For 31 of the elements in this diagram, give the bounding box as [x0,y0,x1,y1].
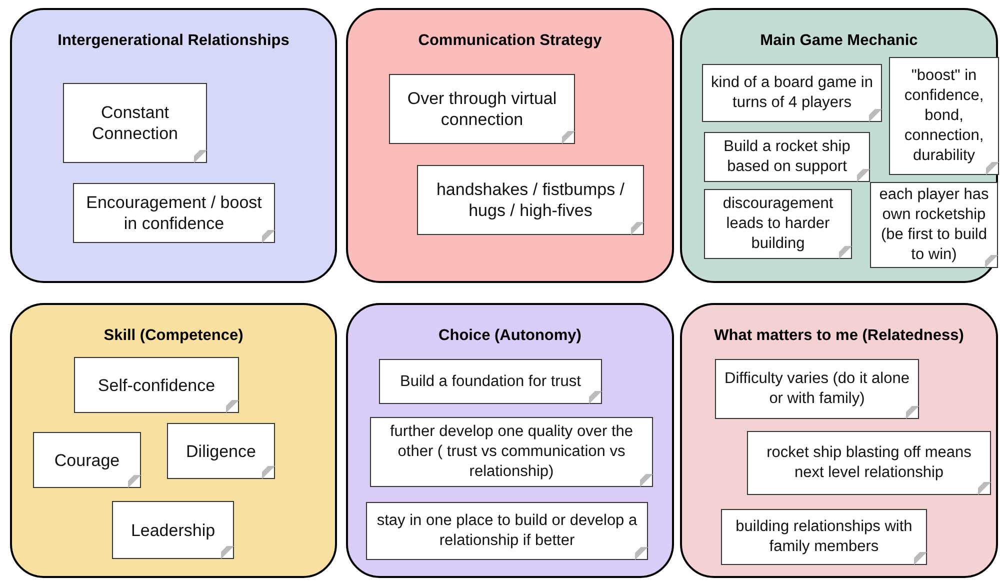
sticky-note: Constant Connection [63,83,207,163]
panel-heading: Communication Strategy [417,32,603,50]
sticky-note: each player has own rocketship (be first to build to win) [870,182,998,268]
category-panel [10,303,337,578]
category-panel [680,8,998,283]
sticky-note: Build a foundation for trust [379,359,602,404]
sticky-note: building relationships with family members [721,509,927,565]
sticky-note: Over through virtual connection [389,74,575,144]
sticky-note: further develop one quality over the other ( trust vs communication vs relationship) [370,417,653,487]
sticky-note: handshakes / fistbumps / hugs / high-fives [417,165,644,235]
category-panel [680,303,998,578]
sticky-note: Build a rocket ship based on support [704,132,870,182]
sticky-note: rocket ship blasting off means next level relationship [747,431,991,495]
panel-heading: Intergenerational Relationships [56,32,290,50]
sticky-note: Courage [33,432,141,488]
sticky-note: Leadership [112,501,234,559]
category-panel [346,8,674,283]
panel-heading: What matters to me (Relatedness) [713,327,965,345]
panel-heading: Skill (Competence) [102,327,244,345]
panel-heading: Main Game Mechanic [759,32,919,50]
sticky-note: kind of a board game in turns of 4 players [702,64,882,122]
sticky-note: Diligence [167,423,275,479]
category-panel [346,303,674,578]
sticky-note: "boost" in confidence, bond, connection, durability [889,57,999,175]
sticky-note: Self-confidence [74,357,239,413]
sticky-note: Difficulty varies (do it alone or with family) [715,359,919,419]
sticky-note: Encouragement / boost in confidence [73,183,275,243]
sticky-note: discouragement leads to harder building [704,189,852,259]
category-panel [10,8,337,283]
sticky-note: stay in one place to build or develop a relationship if better [366,502,648,560]
panel-heading: Choice (Autonomy) [438,327,582,345]
